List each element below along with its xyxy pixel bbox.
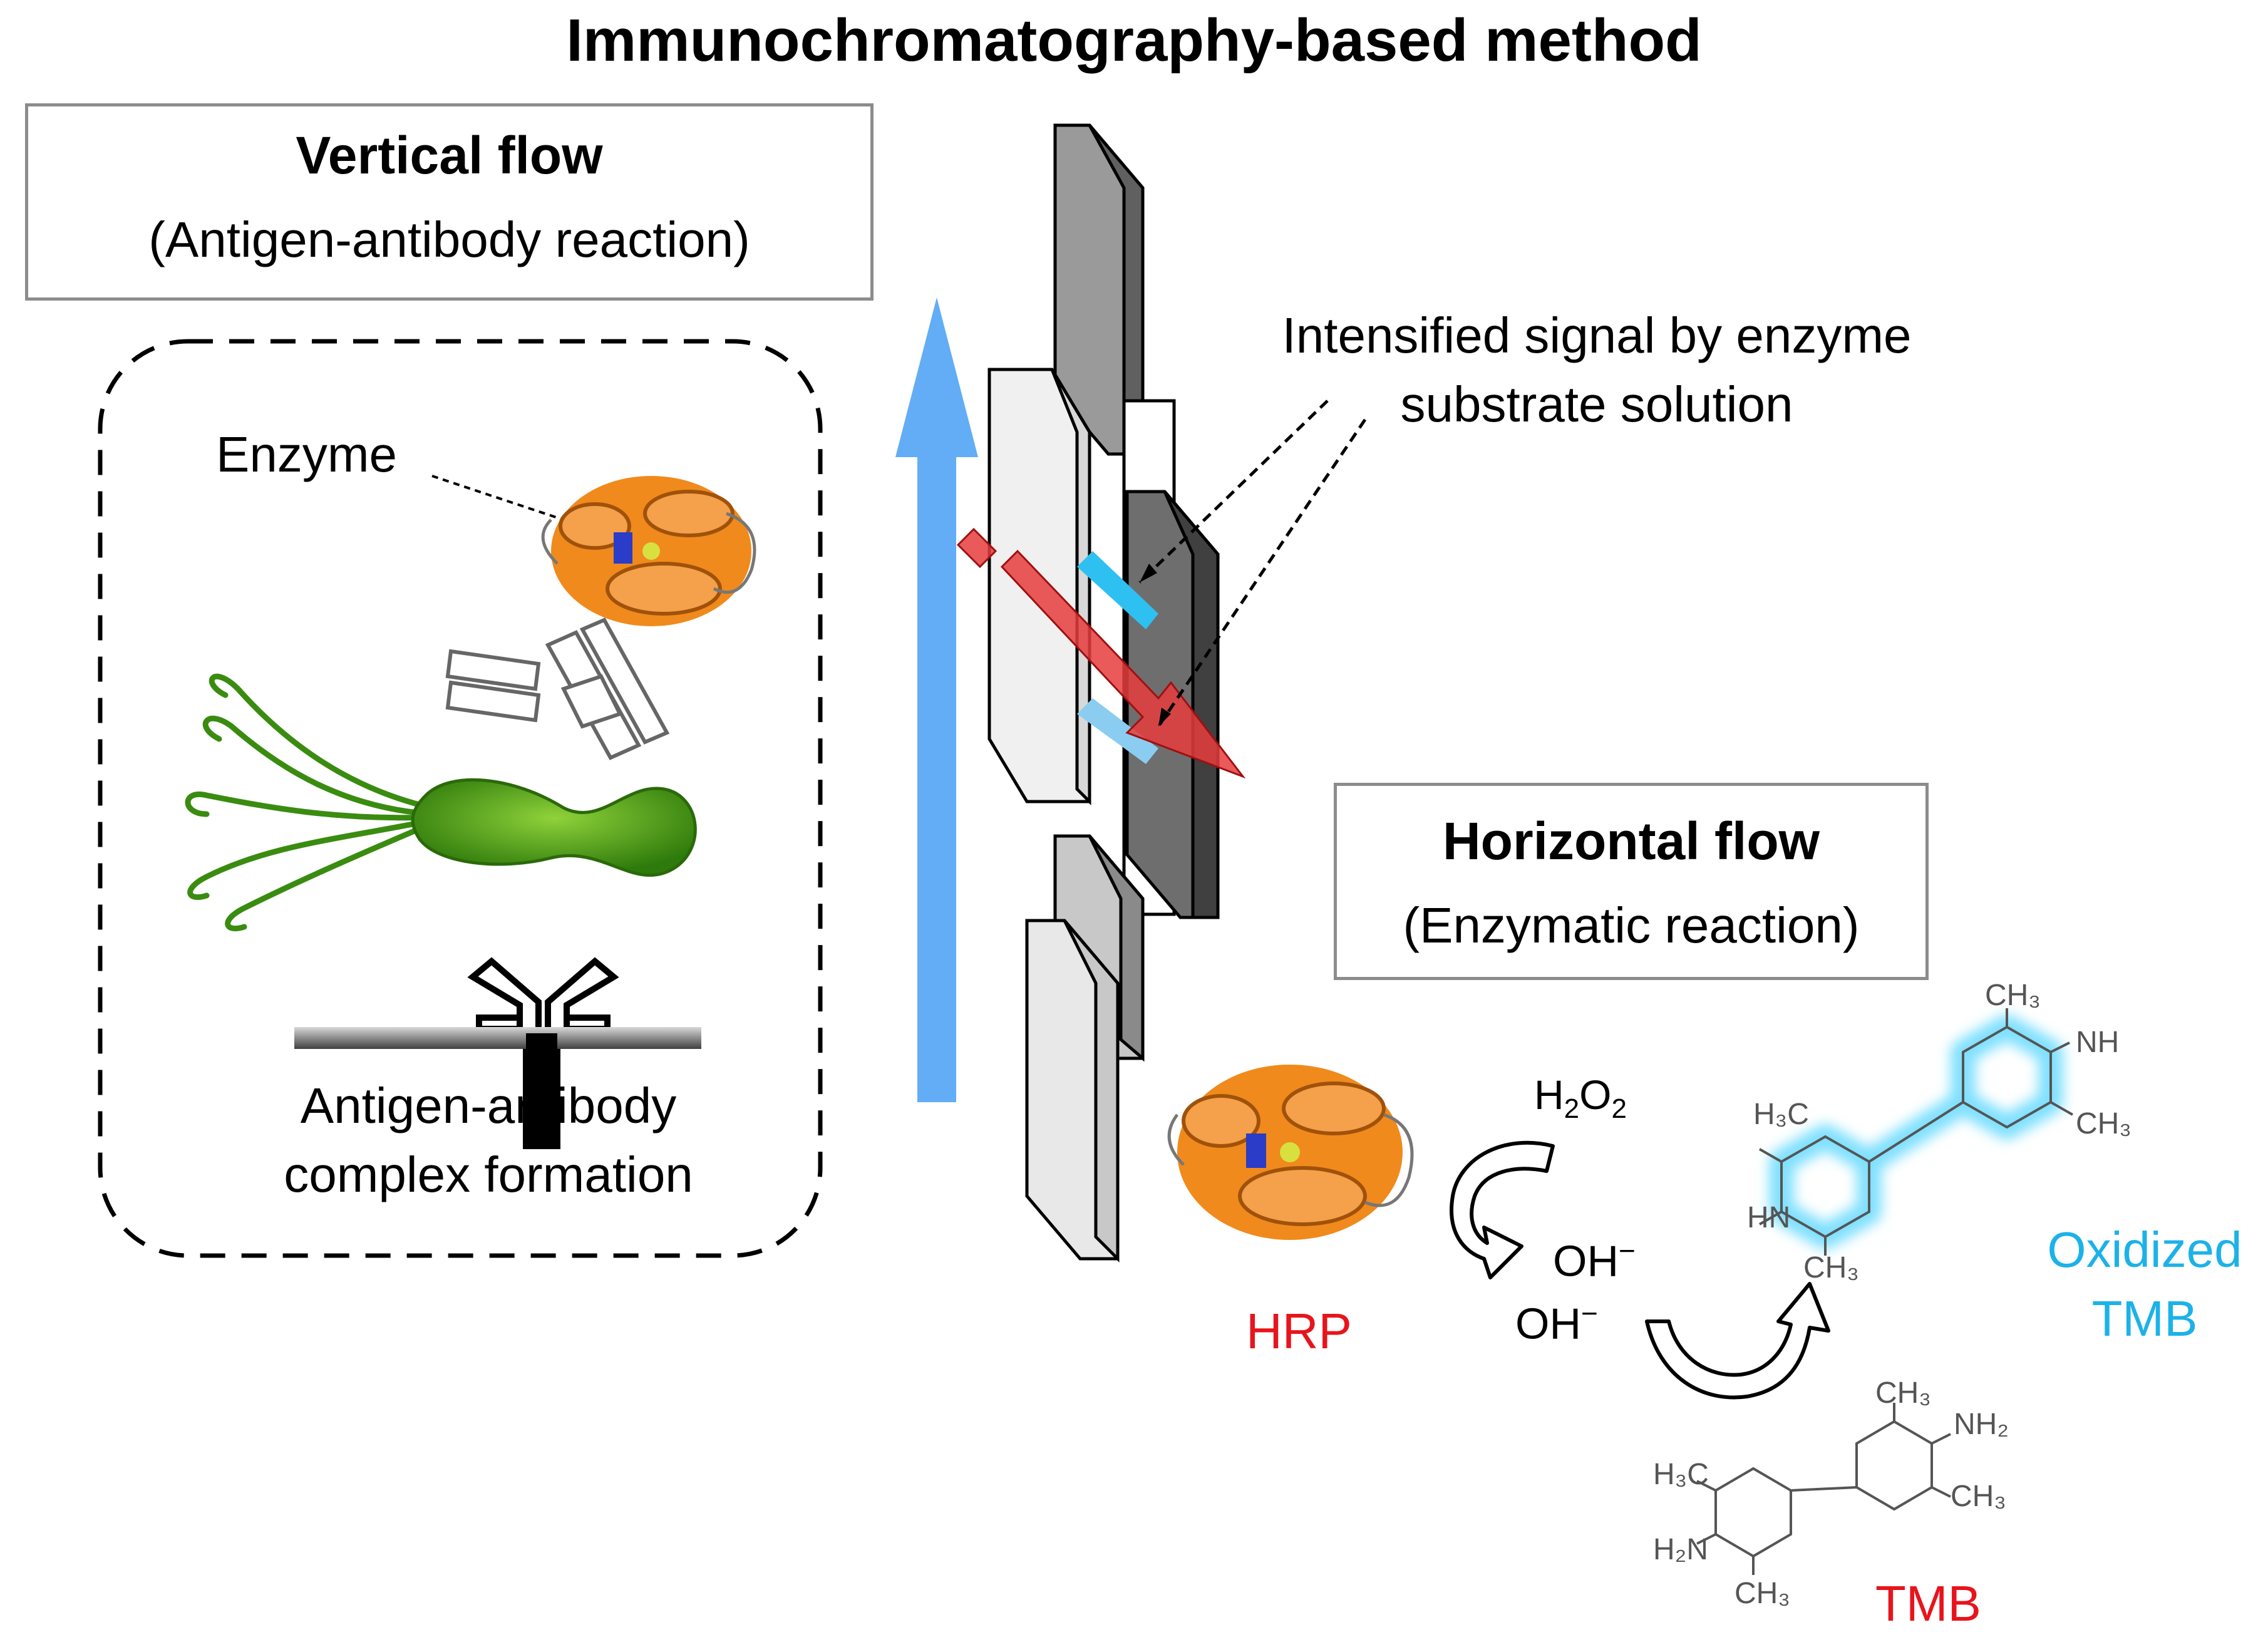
hydroxide-label-1: OH−	[1553, 1234, 1636, 1286]
horizontal-flow-box: Horizontal flow (Enzymatic reaction)	[1334, 783, 1929, 980]
vertical-flow-heading: Vertical flow	[296, 126, 603, 185]
membrane-surface	[294, 1027, 701, 1049]
signal-note-line1: Intensified signal by enzyme	[1282, 307, 1912, 363]
svg-text:CH₃: CH₃	[2076, 1107, 2131, 1140]
strip-absorbent-pad	[1025, 919, 1120, 1263]
vertical-flow-arrow-icon	[895, 297, 978, 1102]
signal-note-line2: substrate solution	[1400, 376, 1793, 432]
svg-text:CH₃: CH₃	[1735, 1577, 1790, 1610]
enzyme-icon	[541, 476, 756, 626]
oxidized-tmb-structure-icon	[1759, 1008, 2073, 1256]
svg-text:CH₃: CH₃	[1875, 1376, 1931, 1410]
hydroxide-label-2: OH−	[1515, 1297, 1598, 1348]
tmb-structure-icon	[1696, 1403, 1951, 1575]
complex-caption-line2: complex formation	[284, 1147, 693, 1202]
svg-text:NH: NH	[2076, 1026, 2119, 1059]
svg-text:CH₃: CH₃	[1985, 979, 2041, 1012]
oxidized-tmb-label-line1: Oxidized	[2047, 1222, 2242, 1278]
svg-text:HN: HN	[1747, 1201, 1790, 1234]
horizontal-flow-subheading: (Enzymatic reaction)	[1403, 897, 1860, 953]
test-band-icon	[1077, 551, 1158, 629]
svg-text:H₂N: H₂N	[1653, 1533, 1708, 1566]
vertical-flow-subheading: (Antigen-antibody reaction)	[148, 212, 750, 267]
horizontal-flow-arrow-icon	[956, 527, 1246, 779]
svg-text:CH₃: CH₃	[1951, 1480, 2006, 1513]
svg-text:H₃C: H₃C	[1753, 1098, 1809, 1131]
hrp-label: HRP	[1246, 1303, 1352, 1359]
horizontal-flow-heading: Horizontal flow	[1443, 812, 1820, 870]
enzyme-label: Enzyme	[216, 426, 397, 482]
h2o2-label: H2O2	[1534, 1071, 1627, 1125]
oxidized-tmb-label-line2: TMB	[2091, 1291, 2198, 1346]
svg-text:NH₂: NH₂	[1954, 1408, 2009, 1441]
page-title: Immunochromatography-based method	[566, 7, 1702, 74]
free-antibody-icon	[445, 617, 670, 760]
bacterium-icon	[411, 778, 697, 877]
flagella-icon	[185, 673, 435, 932]
signal-pointer-lines	[1138, 400, 1367, 728]
svg-text:H₃C: H₃C	[1653, 1458, 1709, 1491]
complex-panel-border	[98, 339, 823, 1258]
h2o2-curved-arrow-icon	[1450, 1140, 1555, 1279]
svg-text:CH₃: CH₃	[1803, 1251, 1859, 1284]
tmb-label: TMB	[1875, 1576, 1981, 1631]
hrp-enzyme-icon	[1167, 1065, 1414, 1240]
control-band-icon	[1077, 698, 1158, 764]
vertical-flow-box: Vertical flow (Antigen-antibody reaction…	[25, 103, 874, 301]
tmb-curved-arrow-icon	[1645, 1282, 1830, 1400]
enzyme-leader-line	[431, 475, 564, 521]
complex-caption-line1: Antigen-antibody	[300, 1078, 677, 1133]
